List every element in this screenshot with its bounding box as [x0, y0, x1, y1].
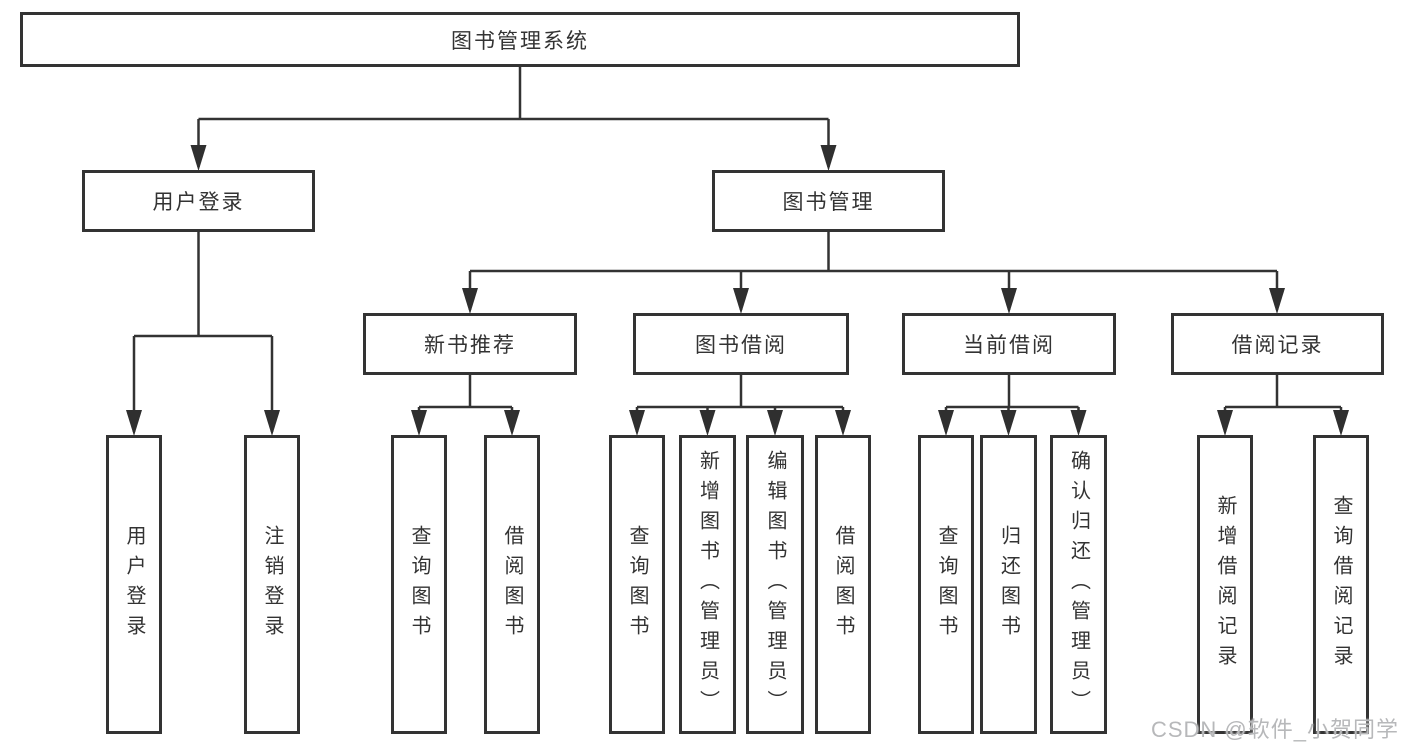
leaf-borrow-query-books-label: 查询图书 [626, 524, 648, 645]
leaf-borrow-books: 借阅图书 [815, 435, 871, 734]
leaf-user-login: 用户登录 [106, 435, 162, 734]
leaf-logout-label: 注销登录 [261, 524, 283, 645]
leaf-recommend-borrow-books-label: 借阅图书 [501, 524, 523, 645]
leaf-current-query-books: 查询图书 [918, 435, 974, 734]
leaf-edit-books-admin-label: 编辑图书（管理员） [764, 449, 786, 720]
leaf-edit-books-admin: 编辑图书（管理员） [746, 435, 804, 734]
edge-current-borrow-to-leaves [938, 375, 1087, 436]
node-book-borrow-label: 图书借阅 [695, 334, 787, 357]
leaf-add-borrow-record-label: 新增借阅记录 [1214, 494, 1236, 675]
node-new-book-recommend-label: 新书推荐 [424, 334, 516, 357]
leaf-borrow-books-label: 借阅图书 [832, 524, 854, 645]
leaf-confirm-return-admin: 确认归还（管理员） [1050, 435, 1107, 734]
edge-user-login-to-leaves [126, 232, 280, 436]
leaf-add-borrow-record: 新增借阅记录 [1197, 435, 1253, 734]
leaf-return-books: 归还图书 [980, 435, 1037, 734]
leaf-recommend-borrow-books: 借阅图书 [484, 435, 540, 734]
node-current-borrow-label: 当前借阅 [963, 334, 1055, 357]
leaf-query-borrow-record-label: 查询借阅记录 [1330, 494, 1352, 675]
node-root-label: 图书管理系统 [451, 29, 589, 53]
node-book-borrow: 图书借阅 [633, 313, 849, 375]
leaf-return-books-label: 归还图书 [997, 524, 1020, 645]
node-user-login-label: 用户登录 [152, 191, 245, 214]
edge-new-book-recommend-to-leaves [411, 375, 520, 436]
leaf-logout: 注销登录 [244, 435, 300, 734]
node-current-borrow: 当前借阅 [902, 313, 1116, 375]
watermark: CSDN @软件_小贺同学 [1150, 717, 1399, 742]
leaf-query-borrow-record: 查询借阅记录 [1313, 435, 1369, 734]
edge-root-to-level2 [190, 67, 837, 171]
edge-book-management-to-level3 [462, 232, 1285, 314]
leaf-add-books-admin-label: 新增图书（管理员） [696, 449, 719, 720]
node-new-book-recommend: 新书推荐 [363, 313, 577, 375]
node-borrow-record-label: 借阅记录 [1231, 334, 1324, 357]
edge-book-borrow-to-leaves [629, 375, 851, 436]
leaf-borrow-query-books: 查询图书 [609, 435, 665, 734]
leaf-recommend-query-books: 查询图书 [391, 435, 447, 734]
leaf-add-books-admin: 新增图书（管理员） [679, 435, 736, 734]
node-book-management-label: 图书管理 [782, 191, 875, 214]
edge-borrow-record-to-leaves [1217, 375, 1349, 436]
leaf-recommend-query-books-label: 查询图书 [408, 524, 430, 645]
leaf-confirm-return-admin-label: 确认归还（管理员） [1067, 449, 1090, 720]
leaf-current-query-books-label: 查询图书 [935, 524, 957, 645]
node-book-management: 图书管理 [712, 170, 945, 232]
node-root: 图书管理系统 [20, 12, 1020, 67]
node-user-login: 用户登录 [82, 170, 315, 232]
leaf-user-login-label: 用户登录 [123, 524, 145, 645]
node-borrow-record: 借阅记录 [1171, 313, 1384, 375]
